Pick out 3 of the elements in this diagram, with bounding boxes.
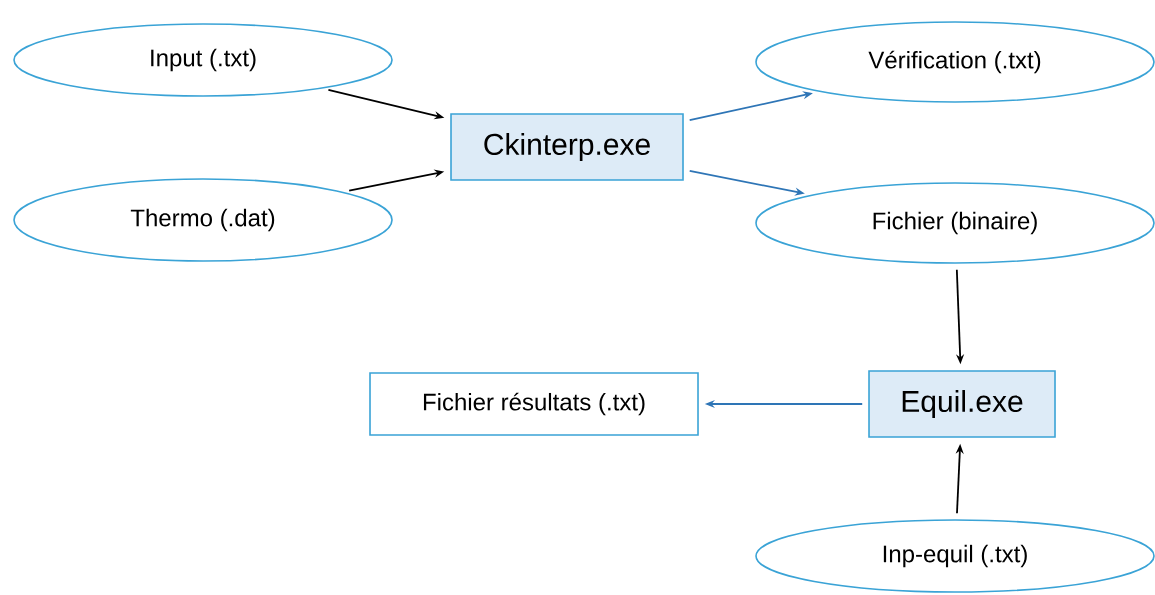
- program-box: Ckinterp.exe: [450, 113, 684, 181]
- program-box: Equil.exe: [868, 370, 1056, 438]
- output-box: Fichier résultats (.txt): [369, 372, 699, 436]
